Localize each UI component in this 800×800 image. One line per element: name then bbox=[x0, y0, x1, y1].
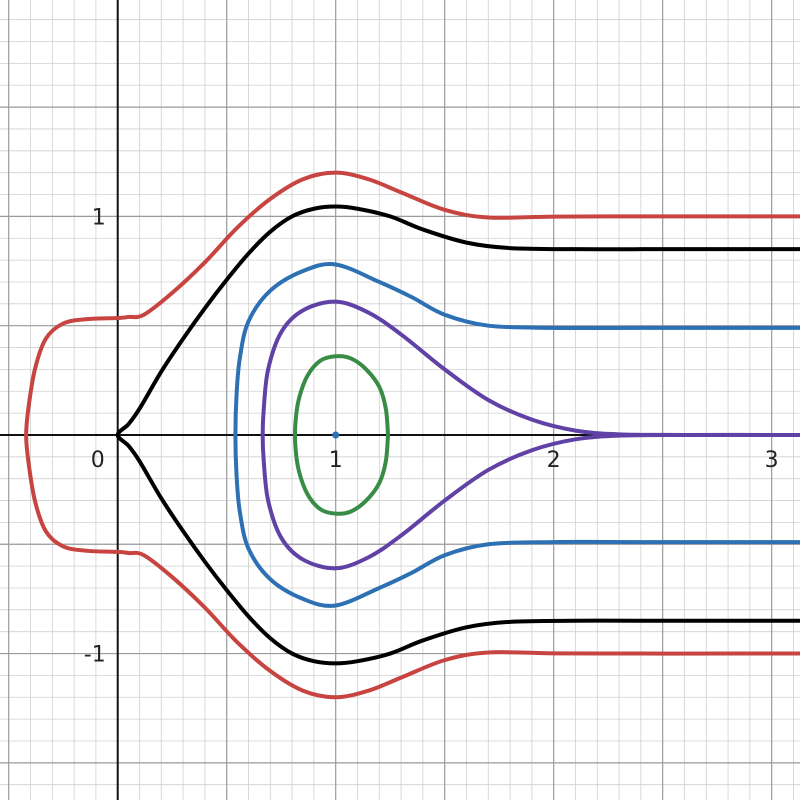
curve-layer bbox=[24, 170, 800, 700]
marked-point bbox=[332, 431, 340, 439]
y-tick-label: 1 bbox=[92, 205, 106, 230]
x-tick-label: 2 bbox=[547, 448, 561, 473]
curve-3 bbox=[233, 262, 800, 608]
y-tick-label: -1 bbox=[84, 643, 106, 668]
tick-labels: 0 1 2 3 1 -1 bbox=[84, 205, 779, 667]
curve-1 bbox=[24, 170, 800, 700]
x-tick-label: 1 bbox=[329, 448, 343, 473]
curve-4 bbox=[260, 299, 800, 571]
curve-5 bbox=[292, 354, 391, 516]
x-tick-label: 0 bbox=[91, 448, 105, 473]
x-tick-label: 3 bbox=[765, 448, 779, 473]
curve-2 bbox=[115, 204, 800, 666]
